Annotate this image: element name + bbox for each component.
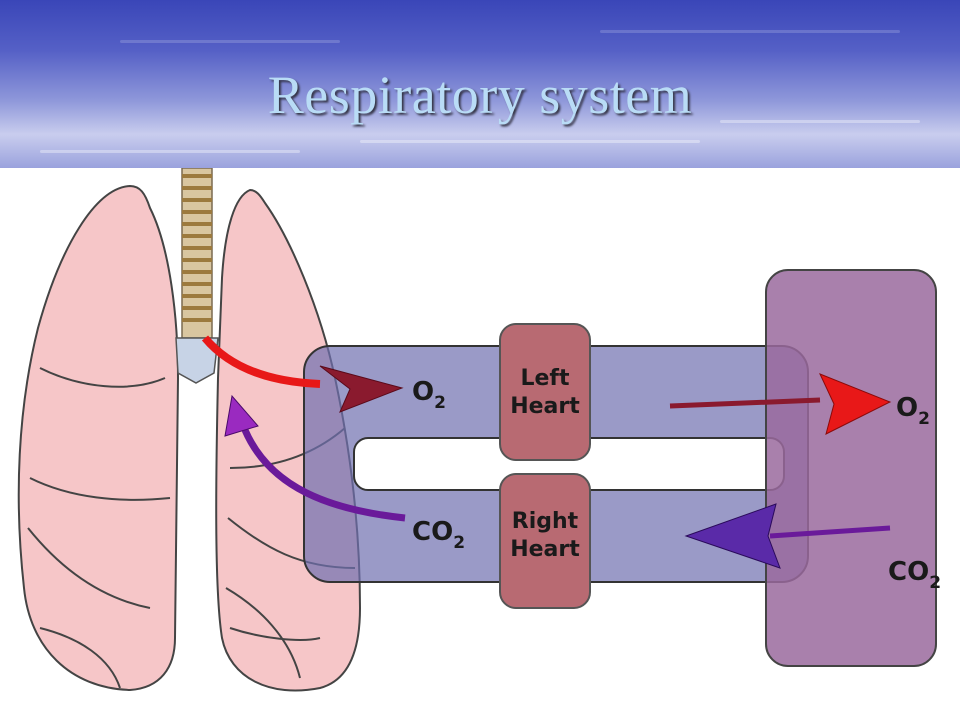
right-heart-label-line2: Heart: [510, 537, 580, 562]
right-heart: [499, 473, 591, 609]
left-heart: [499, 323, 591, 461]
co2-arrow-lungs: [224, 394, 406, 522]
left-lung: [17, 184, 180, 692]
trachea: [175, 168, 219, 384]
tissue-o2-label: O2: [896, 393, 930, 429]
lung-o2-label: O2: [412, 377, 446, 413]
oxygen-arrow-lungs: [201, 335, 404, 413]
left-heart-label-line1: Left: [520, 366, 570, 391]
co2-arrow-tissue: [684, 503, 891, 569]
lung-co2-label: CO2: [412, 517, 465, 553]
left-heart-label-line2: Heart: [510, 394, 580, 419]
tissue-co2-label: CO2: [888, 557, 941, 593]
right-heart-label-line1: Right: [512, 509, 579, 534]
oxygen-arrow-tissue: [669, 373, 892, 435]
respiration-diagram: Left Heart Right Heart O2 CO2 O2 CO2: [17, 168, 941, 692]
body-tissue: [765, 269, 937, 667]
title-banner: Respiratory system: [0, 0, 960, 168]
page-title: Respiratory system: [267, 65, 693, 125]
